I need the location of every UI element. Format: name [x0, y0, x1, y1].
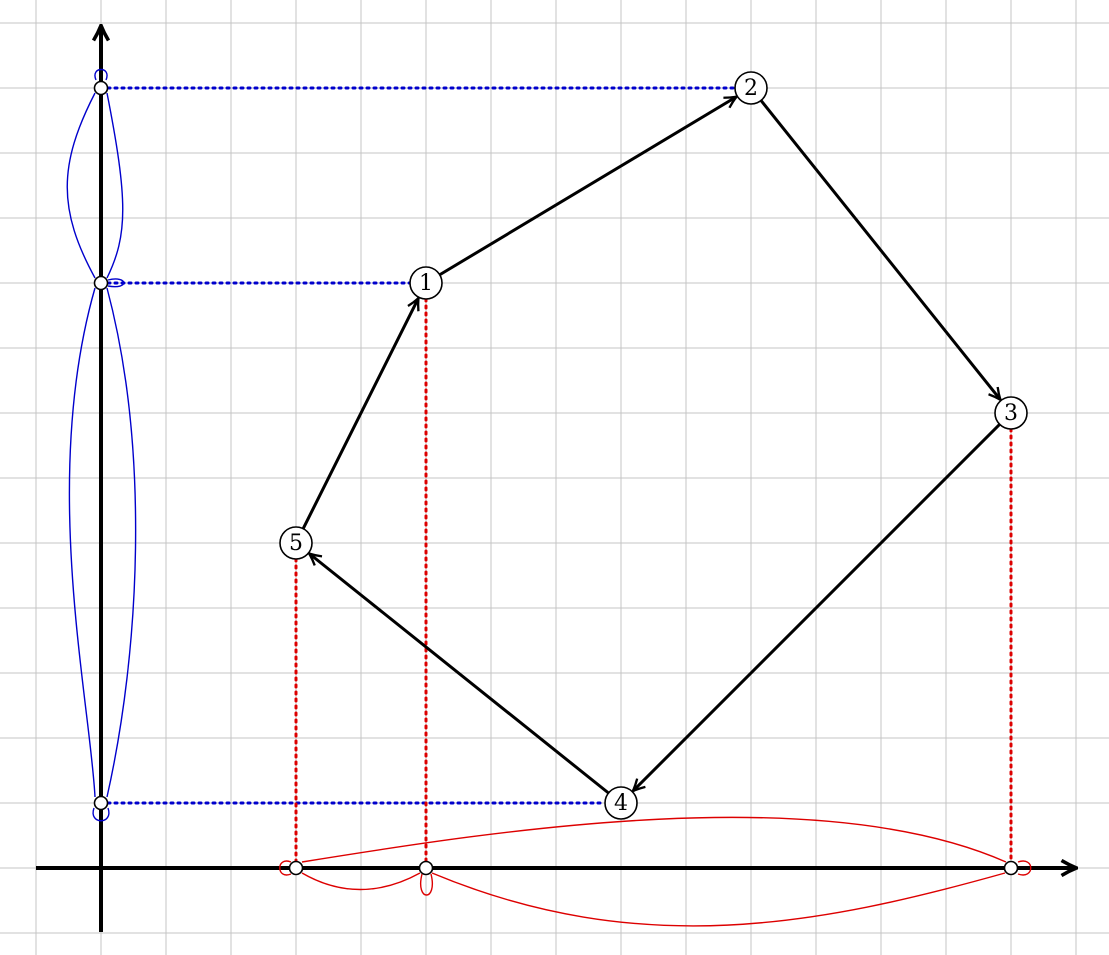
x-arc-5-to-14-below — [431, 872, 1006, 927]
edge-4-to-5 — [309, 554, 610, 795]
node-4-circle — [604, 786, 638, 820]
node-3-circle — [994, 396, 1028, 430]
y-arc-9-to-12-right — [106, 92, 124, 279]
y-point-1 — [93, 795, 109, 811]
edge-2-to-3 — [759, 99, 1000, 399]
y-arc-1-to-9-right — [106, 287, 137, 798]
node-2: 2 — [734, 71, 768, 105]
y-arc-1-self — [92, 807, 110, 822]
cycle-edges — [301, 97, 1001, 795]
y-point-12 — [93, 80, 109, 96]
x-axis-transitions — [279, 816, 1032, 927]
node-3: 3 — [994, 396, 1028, 430]
x-point-14 — [1003, 860, 1019, 876]
cycle-nodes: 1 2 3 4 5 — [279, 71, 1028, 820]
x-point-5 — [418, 860, 434, 876]
node-5-label: 5 — [289, 531, 303, 556]
y-axis-transitions — [66, 68, 137, 822]
x-projection-lines — [294, 297, 1013, 870]
y-arc-up-12-self — [94, 68, 108, 81]
x-arc-5-self — [419, 873, 434, 896]
node-2-circle — [734, 71, 768, 105]
y-arc-12-to-9-left — [66, 92, 96, 279]
y-projection-lines — [99, 86, 737, 805]
edge-3-to-4 — [633, 423, 1001, 791]
x-arc-14-to-3-above — [301, 816, 1007, 863]
x-projection-points — [288, 860, 1019, 876]
node-5: 5 — [279, 526, 313, 560]
y-arc-9-self — [107, 278, 125, 288]
node-5-circle — [279, 526, 313, 560]
axes — [36, 27, 1075, 932]
y-arc-9-to-1-left — [68, 287, 96, 798]
edge-5-to-1 — [301, 298, 418, 530]
node-2-label: 2 — [744, 76, 758, 101]
x-arc-3-self — [279, 860, 292, 876]
node-3-label: 3 — [1004, 401, 1018, 426]
node-1-label: 1 — [419, 271, 433, 296]
node-4: 4 — [604, 786, 638, 820]
node-1: 1 — [409, 266, 443, 300]
node-1-circle — [409, 266, 443, 300]
x-point-3 — [288, 860, 304, 876]
edge-1-to-2 — [438, 97, 737, 277]
y-projection-points — [93, 80, 109, 811]
node-4-label: 4 — [614, 791, 628, 816]
y-point-9 — [93, 275, 109, 291]
x-arc-14-self — [1017, 860, 1032, 876]
x-arc-3-to-5-below — [301, 872, 421, 891]
